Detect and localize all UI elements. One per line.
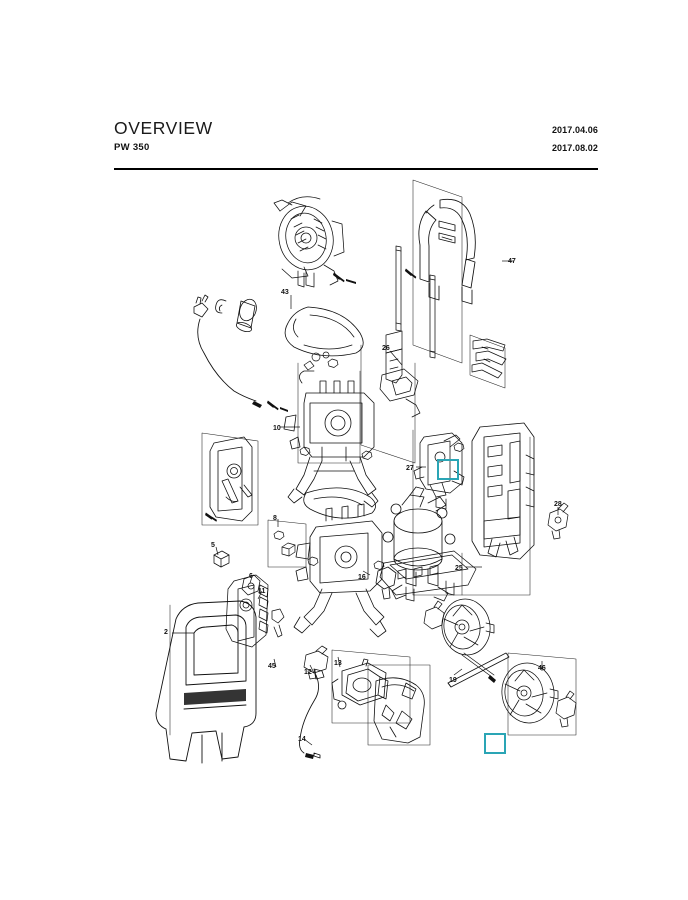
callout-14: 14 bbox=[298, 736, 306, 743]
page-title: OVERVIEW bbox=[114, 118, 213, 138]
callout-25: 25 bbox=[455, 565, 463, 572]
callout-46: 46 bbox=[538, 665, 546, 672]
header-divider bbox=[114, 168, 598, 170]
page-header: OVERVIEW PW 350 2017.04.06 2017.08.02 bbox=[114, 118, 598, 170]
callout-47: 47 bbox=[508, 258, 516, 265]
callout-13: 13 bbox=[334, 660, 342, 667]
callout-16: 16 bbox=[358, 574, 366, 581]
callout-28: 28 bbox=[554, 501, 562, 508]
callout-6: 6 bbox=[249, 573, 253, 580]
callout-27: 27 bbox=[406, 465, 414, 472]
date-revised: 2017.08.02 bbox=[551, 143, 598, 153]
callout-26: 26 bbox=[382, 345, 390, 352]
callout-2: 2 bbox=[164, 629, 168, 636]
model-name: PW 350 bbox=[114, 142, 150, 153]
callout-45: 45 bbox=[268, 663, 276, 670]
callout-43: 43 bbox=[281, 289, 289, 296]
callout-19: 19 bbox=[449, 677, 457, 684]
exploded-parts-diagram: 43 47 26 10 27 28 8 5 6 25 16 11 2 45 12… bbox=[110, 175, 610, 775]
callout-8: 8 bbox=[273, 515, 277, 522]
highlight-valve-block[interactable] bbox=[437, 459, 459, 480]
callout-5: 5 bbox=[211, 542, 215, 549]
parts-illustration bbox=[155, 179, 577, 764]
callout-12: 12 bbox=[304, 669, 312, 676]
callout-11: 11 bbox=[258, 588, 266, 595]
date-created: 2017.04.06 bbox=[551, 125, 598, 135]
callout-10: 10 bbox=[273, 425, 281, 432]
highlight-selection[interactable] bbox=[484, 733, 506, 754]
